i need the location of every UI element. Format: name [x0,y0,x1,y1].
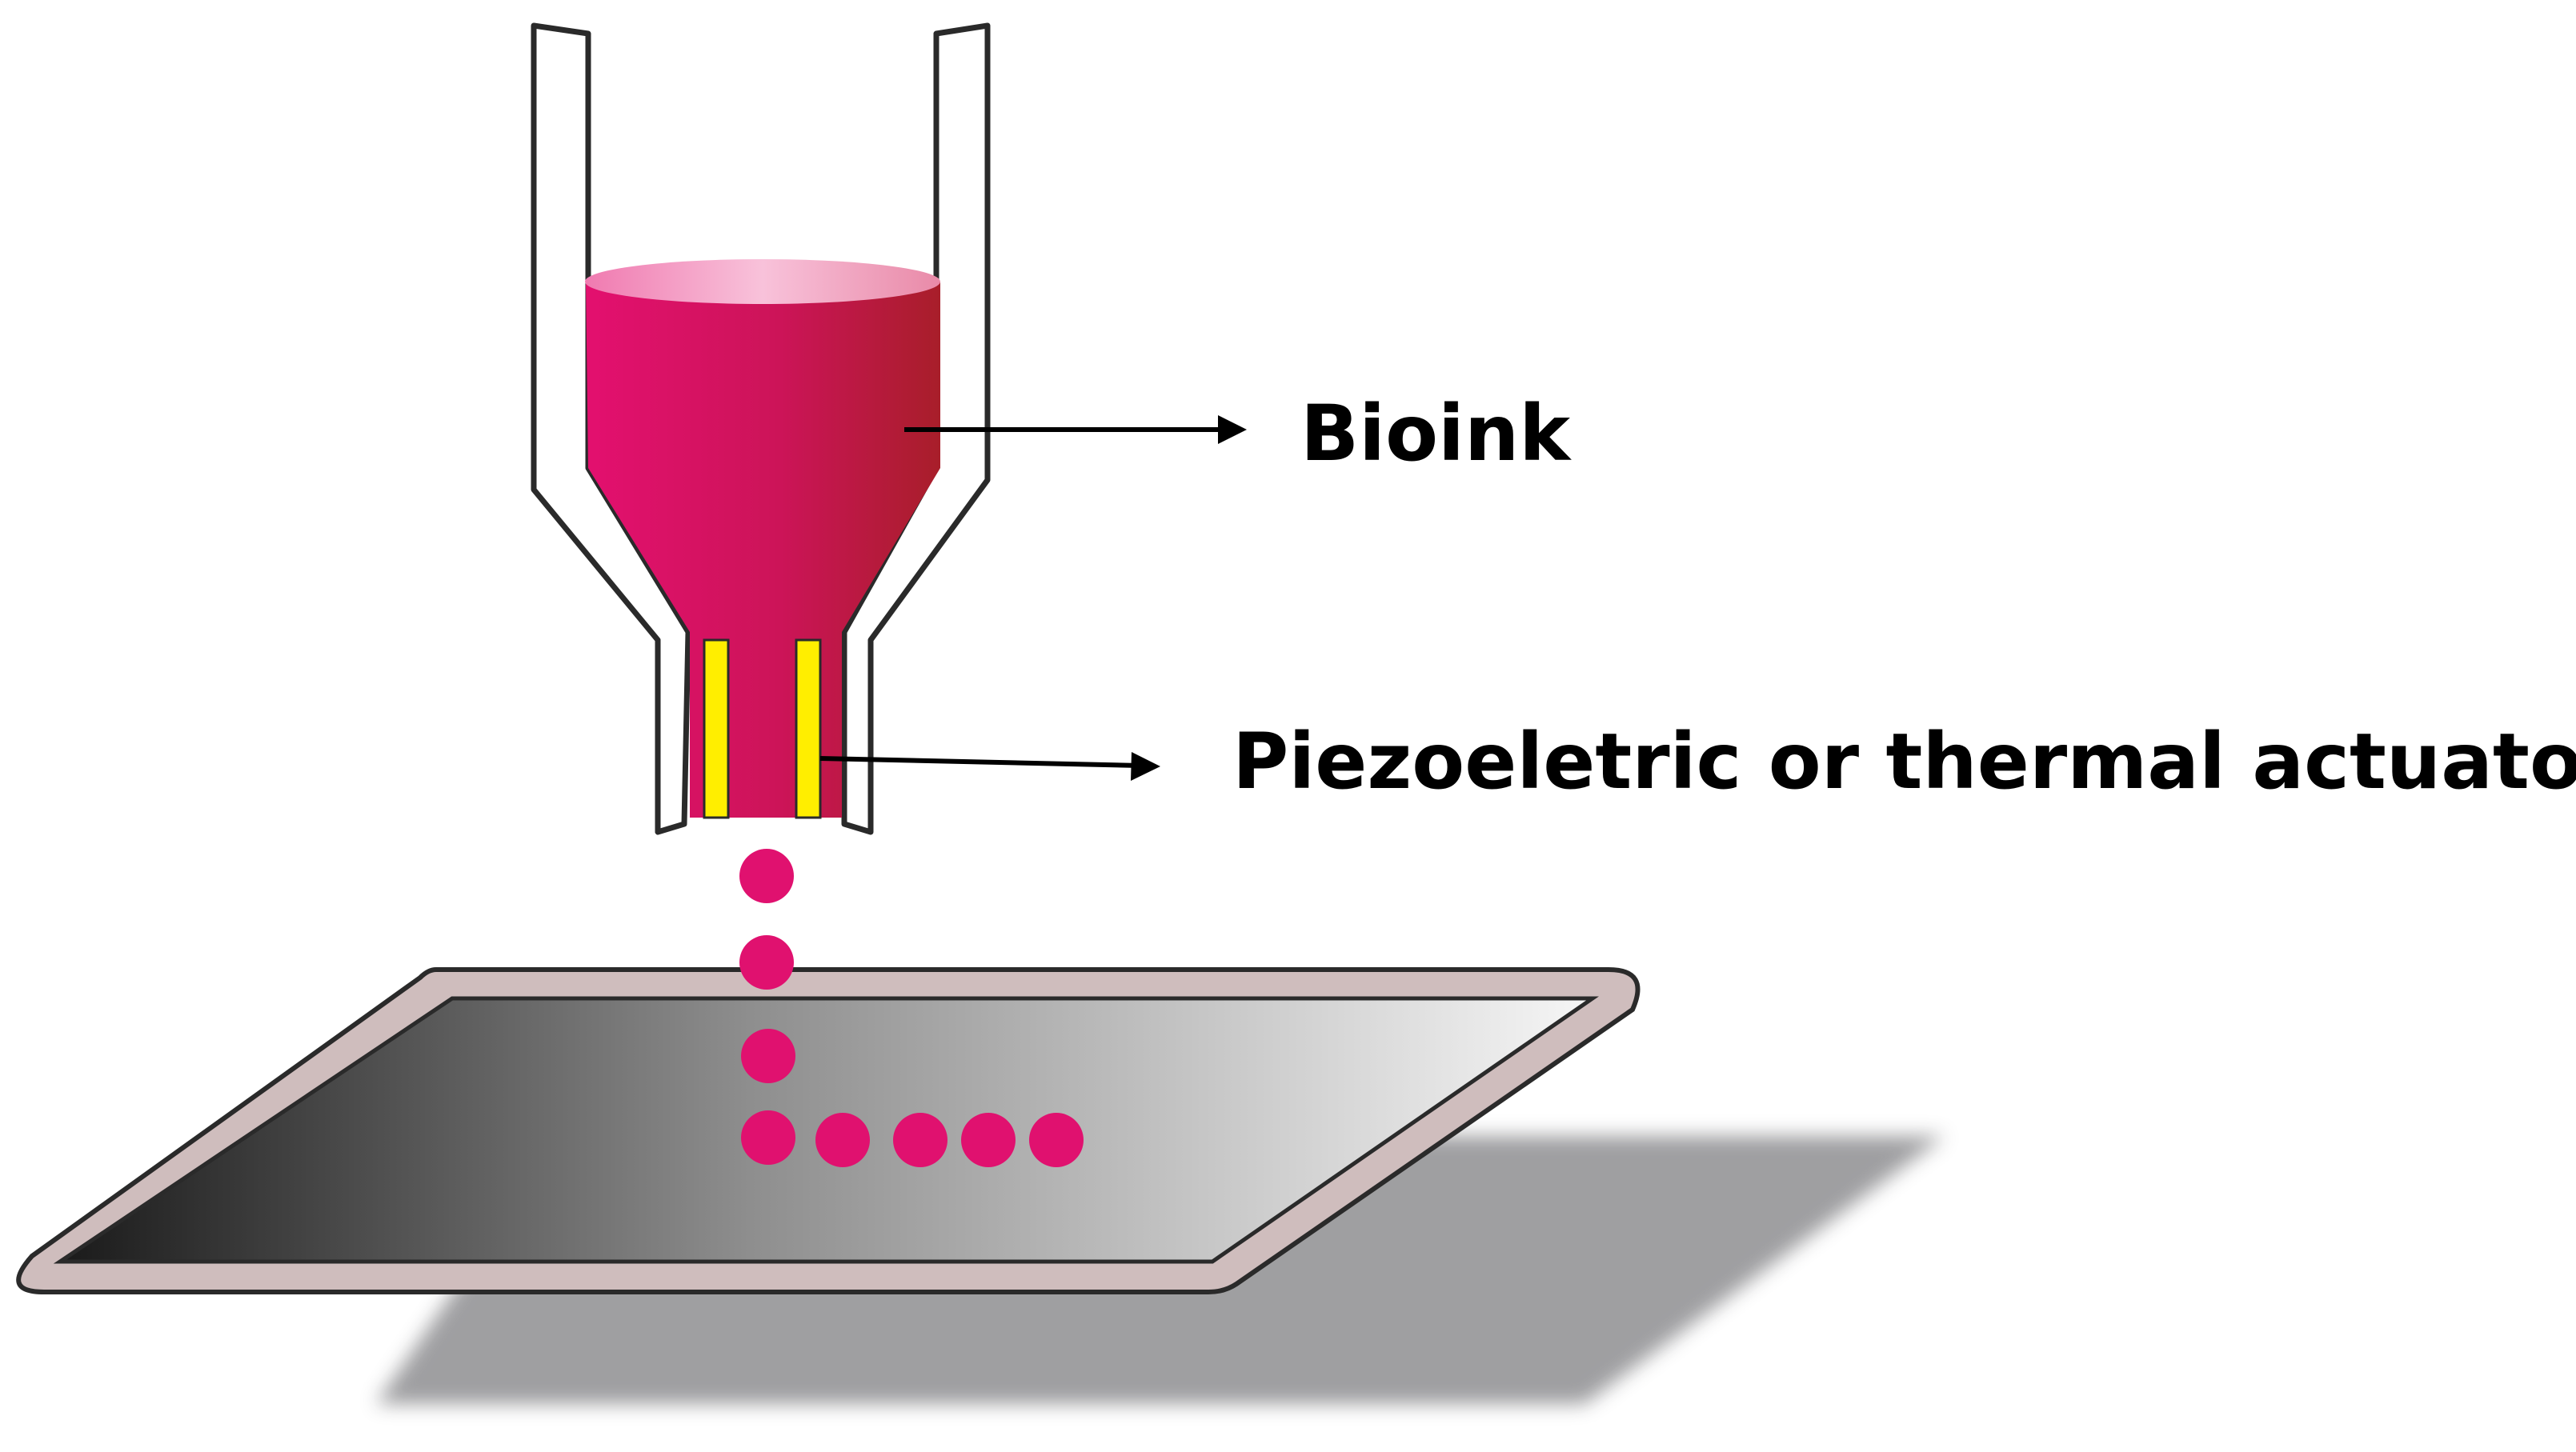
droplet [741,1110,795,1165]
actuator-callout: Piezoeletric or thermal actuator [819,717,2576,806]
droplet [815,1113,870,1167]
printhead-nozzle [531,22,991,835]
actuator-right [795,638,822,819]
droplet [739,849,794,903]
bioink-arrow-head [1218,415,1247,444]
bioink-callout: Bioink [904,389,1572,478]
actuator-arrow-line [819,756,1141,768]
actuator-arrow-head [1131,752,1160,781]
actuator-label: Piezoeletric or thermal actuator [1232,717,2576,806]
bioink-reservoir [586,282,940,818]
droplet [1029,1113,1084,1167]
bioink-droplets [739,849,1084,1167]
droplet [739,935,794,990]
droplet [741,1029,795,1083]
droplet [961,1113,1016,1167]
nozzle-left-wall [531,22,691,835]
bioink-label: Bioink [1300,389,1572,478]
actuator-left [703,638,730,819]
droplet [893,1113,947,1167]
bioink-surface [585,259,940,304]
